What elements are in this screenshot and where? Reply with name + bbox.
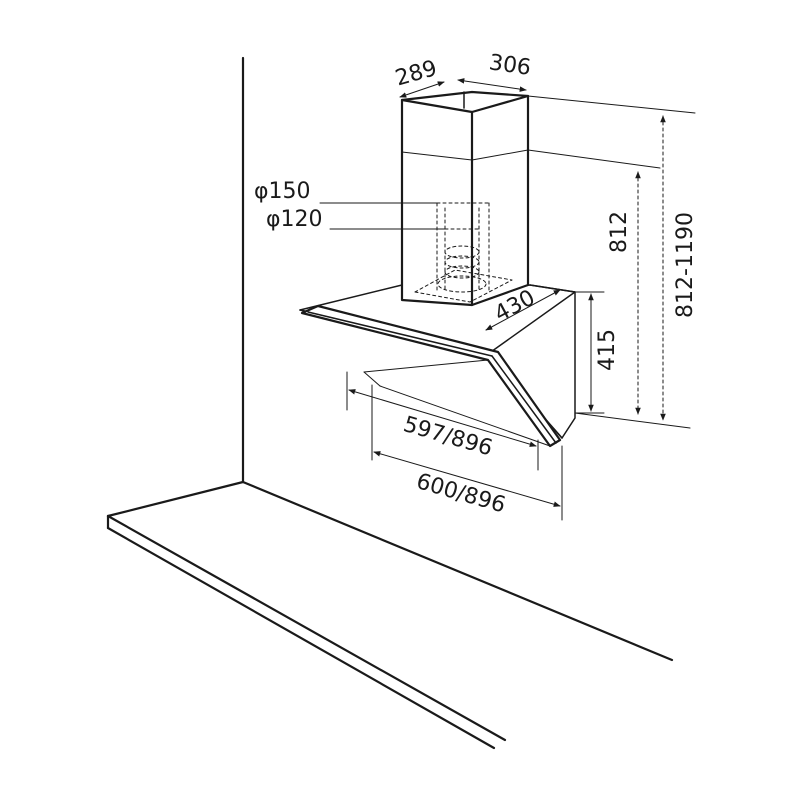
label-outlet-inner: φ120	[266, 207, 323, 232]
label-total-height: 812-1190	[673, 212, 698, 318]
chimney-duct	[400, 90, 530, 307]
dim-heights: 812 812-1190	[527, 95, 698, 429]
label-duct-width: 306	[487, 50, 532, 81]
exhaust-outlet-hidden	[414, 202, 513, 303]
wall	[106, 56, 245, 518]
dim-hood-height: 415	[575, 291, 620, 414]
label-outlet-outer: φ150	[254, 179, 311, 204]
label-chimney-height: 812	[607, 211, 632, 253]
countertop	[106, 480, 674, 750]
label-outer-width: 600/896	[413, 469, 508, 518]
dim-duct-top: 289 306	[393, 50, 532, 98]
dim-outlet-diameters: φ150 φ120	[254, 179, 446, 232]
label-hood-height: 415	[595, 329, 620, 371]
